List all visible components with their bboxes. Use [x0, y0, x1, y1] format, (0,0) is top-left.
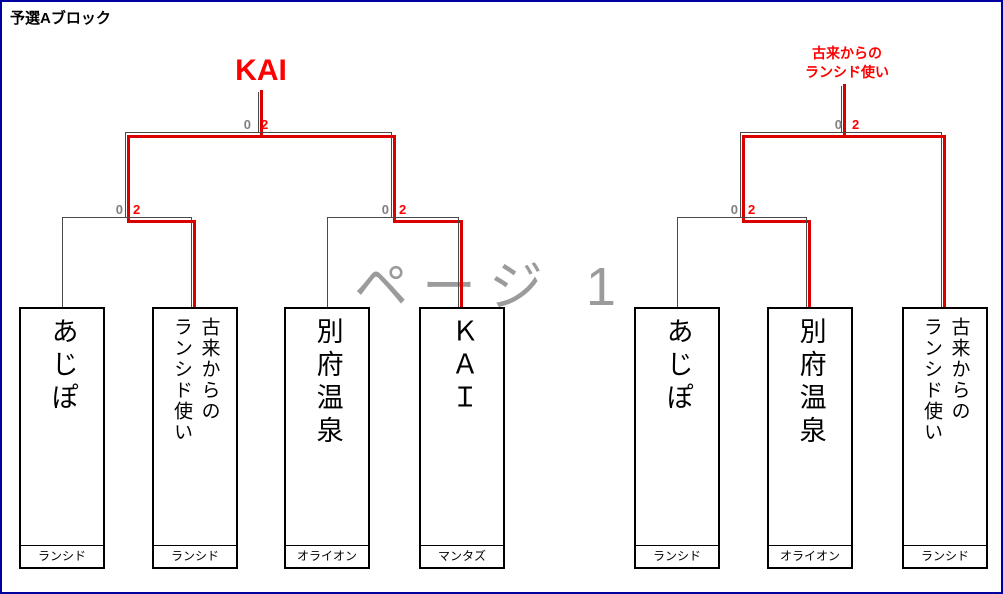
- bracket-line: [191, 218, 192, 307]
- team-label: マンタズ: [421, 545, 503, 567]
- player-name: ＫＡＩ: [447, 317, 478, 416]
- bracket-line: [125, 133, 126, 217]
- team-label: オライオン: [286, 545, 368, 567]
- score-left: 0: [730, 202, 738, 217]
- winner-line: [127, 220, 196, 223]
- winner-line: [393, 135, 396, 223]
- bracket-line: [740, 133, 741, 217]
- bracket-line: [458, 218, 459, 307]
- score-right: 2: [133, 202, 141, 217]
- champion-label-left: KAI: [235, 54, 287, 87]
- score-right: 2: [748, 202, 756, 217]
- score-right: 2: [261, 117, 269, 132]
- winner-line: [742, 135, 946, 138]
- bracket-line: [125, 132, 392, 133]
- score-left: 0: [115, 202, 123, 217]
- winner-line: [843, 84, 846, 138]
- score-left: 0: [381, 202, 389, 217]
- bracket-line: [677, 217, 807, 218]
- player-box: 古来からの ランシド使い ランシド: [152, 307, 238, 569]
- winner-line: [393, 220, 463, 223]
- page-title: 予選Aブロック: [10, 10, 111, 27]
- bracket-line: [258, 92, 259, 132]
- bracket-line: [806, 218, 807, 307]
- player-name: あじぽ: [662, 317, 693, 416]
- team-label: ランシド: [21, 545, 103, 567]
- bracket-line: [327, 217, 459, 218]
- winner-line: [742, 135, 745, 223]
- bracket-line: [62, 218, 63, 307]
- player-box: あじぽ ランシド: [19, 307, 105, 569]
- player-box: 古来からの ランシド使い ランシド: [902, 307, 988, 569]
- winner-line: [808, 220, 811, 307]
- player-box: 別府温泉 オライオン: [284, 307, 370, 569]
- player-box: ＫＡＩ マンタズ: [419, 307, 505, 569]
- winner-line: [127, 135, 130, 223]
- player-name: 古来からの ランシド使い: [171, 317, 220, 443]
- player-name: 別府温泉: [312, 317, 343, 449]
- score-right: 2: [399, 202, 407, 217]
- bracket-line: [677, 218, 678, 307]
- score-left: 0: [243, 117, 251, 132]
- champion-label-right: 古来からの ランシド使い: [805, 45, 889, 80]
- player-box: 別府温泉 オライオン: [767, 307, 853, 569]
- bracket-line: [62, 217, 192, 218]
- winner-line: [260, 90, 263, 138]
- score-left: 0: [834, 117, 842, 132]
- player-name: 別府温泉: [795, 317, 826, 449]
- team-label: ランシド: [636, 545, 718, 567]
- winner-line: [460, 220, 463, 307]
- bracket-line: [391, 133, 392, 217]
- bracket-line: [941, 133, 942, 307]
- winner-line: [742, 220, 811, 223]
- winner-line: [127, 135, 396, 138]
- winner-line: [193, 220, 196, 307]
- team-label: オライオン: [769, 545, 851, 567]
- winner-line: [943, 135, 946, 307]
- score-right: 2: [852, 117, 860, 132]
- player-name: あじぽ: [47, 317, 78, 416]
- player-name: 古来からの ランシド使い: [921, 317, 970, 443]
- team-label: ランシド: [904, 545, 986, 567]
- team-label: ランシド: [154, 545, 236, 567]
- player-box: あじぽ ランシド: [634, 307, 720, 569]
- bracket-line: [327, 218, 328, 307]
- bracket-line: [740, 132, 942, 133]
- bracket-line: [841, 86, 842, 132]
